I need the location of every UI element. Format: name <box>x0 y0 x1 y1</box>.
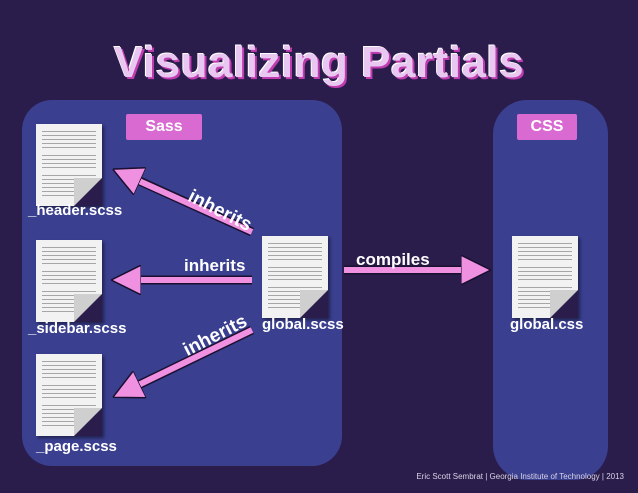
inherits-label-sidebar: inherits <box>184 256 246 275</box>
compiles-label: compiles <box>356 250 430 269</box>
sidebar-scss-filename: _sidebar.scss <box>28 320 127 337</box>
header-scss-filename: _header.scss <box>28 202 123 219</box>
page-scss-document-icon <box>36 354 102 436</box>
css-tag: CSS <box>517 114 577 140</box>
slide-title: Visualizing Partials <box>113 38 525 87</box>
page-scss-filename: _page.scss <box>36 438 117 455</box>
arrow-inherits-header <box>124 174 254 237</box>
header-scss-document-icon <box>36 124 102 206</box>
global-css-filename: global.css <box>510 316 584 333</box>
global-scss-document-icon <box>262 236 328 318</box>
sass-tag: Sass <box>126 114 202 140</box>
arrow-inherits-page <box>124 325 254 392</box>
slide-footer: Eric Scott Sembrat | Georgia Institute o… <box>416 472 624 481</box>
global-scss-filename: global.scss <box>262 316 344 333</box>
global-css-document-icon <box>512 236 578 318</box>
sidebar-scss-document-icon <box>36 240 102 322</box>
